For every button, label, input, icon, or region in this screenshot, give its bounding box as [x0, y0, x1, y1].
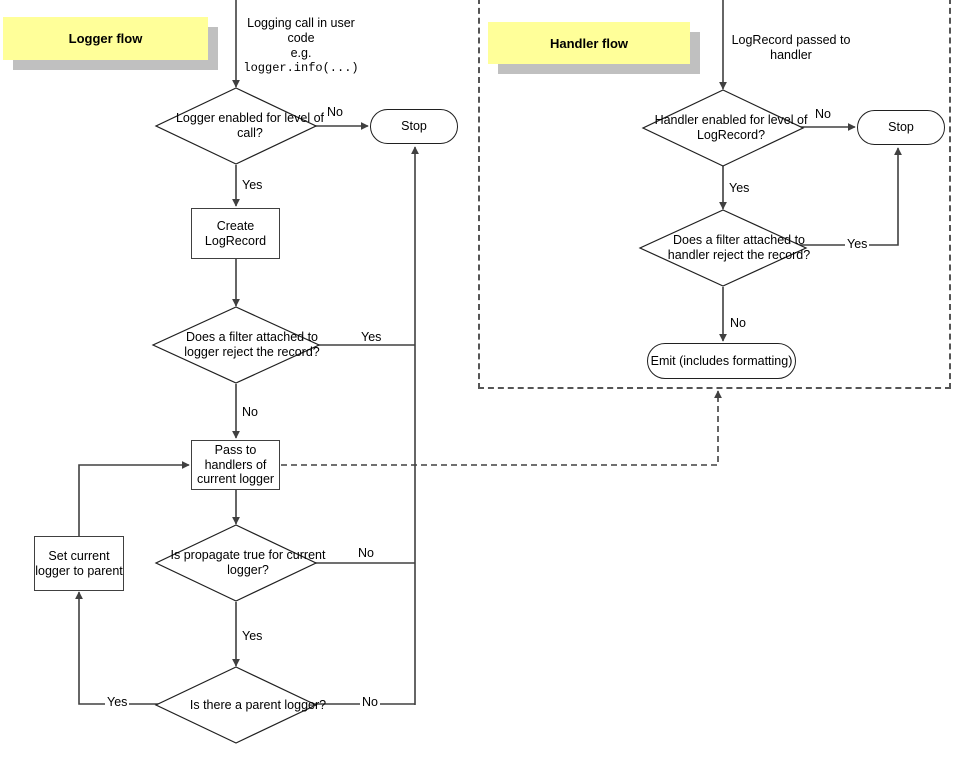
pass-to-handlers-label: Pass to handlers of current logger: [196, 442, 275, 487]
edge-label-handler-filter-yes: Yes: [845, 237, 870, 251]
set-parent-label: Set current logger to parent: [35, 548, 123, 578]
handler-stop-label: Stop: [888, 120, 914, 135]
logger-flow-plaque: Logger flow: [3, 17, 208, 60]
decision-parent-logger[interactable]: Is there a parent logger?: [154, 666, 326, 744]
handler-entry-caption: LogRecord passed to handler: [726, 33, 856, 63]
handler-flow-region: [478, 0, 951, 389]
edge-label-logger-enabled-yes: Yes: [240, 178, 265, 192]
edge-label-logger-filter-no: No: [240, 405, 260, 419]
logger-entry-line2: code: [287, 31, 315, 45]
logger-stop-node[interactable]: Stop: [370, 109, 458, 144]
logger-stop-label: Stop: [401, 119, 427, 134]
decision-logger-enabled[interactable]: Logger enabled for level of call?: [154, 87, 324, 165]
decision-handler-filter[interactable]: Does a filter attached to handler reject…: [638, 209, 810, 287]
create-logrecord-label: Create LogRecord: [204, 218, 267, 248]
handler-entry-line2: handler: [770, 48, 812, 62]
edge-label-logger-filter-yes: Yes: [359, 330, 384, 344]
edge-label-parent-logger-no: No: [360, 695, 380, 709]
edge-label-handler-enabled-no: No: [813, 107, 833, 121]
handler-stop-node[interactable]: Stop: [857, 110, 945, 145]
decision-logger-filter[interactable]: Does a filter attached to logger reject …: [151, 306, 321, 384]
logger-entry-caption: Logging call in user code e.g. logger.in…: [236, 16, 366, 75]
set-parent-node[interactable]: Set current logger to parent: [34, 536, 124, 591]
edge-label-handler-enabled-yes: Yes: [727, 181, 752, 195]
handler-entry-line1: LogRecord passed to: [731, 33, 851, 47]
logger-entry-line1: Logging call in user: [247, 16, 355, 30]
edge-label-logger-enabled-no: No: [325, 105, 345, 119]
create-logrecord-node[interactable]: Create LogRecord: [191, 208, 280, 259]
edge-label-propagate-yes: Yes: [240, 629, 265, 643]
decision-propagate[interactable]: Is propagate true for current logger?: [154, 524, 325, 602]
decision-handler-enabled[interactable]: Handler enabled for level of LogRecord?: [641, 89, 807, 167]
emit-node[interactable]: Emit (includes formatting): [647, 343, 796, 379]
logger-entry-line3: e.g.: [290, 46, 312, 60]
logger-entry-code: logger.info(...): [243, 61, 359, 75]
handler-flow-plaque: Handler flow: [488, 22, 690, 64]
emit-label: Emit (includes formatting): [650, 353, 793, 368]
pass-to-handlers-node[interactable]: Pass to handlers of current logger: [191, 440, 280, 490]
edge-label-propagate-no: No: [356, 546, 376, 560]
edge-label-handler-filter-no: No: [728, 316, 748, 330]
edge-label-parent-logger-yes: Yes: [105, 695, 130, 709]
